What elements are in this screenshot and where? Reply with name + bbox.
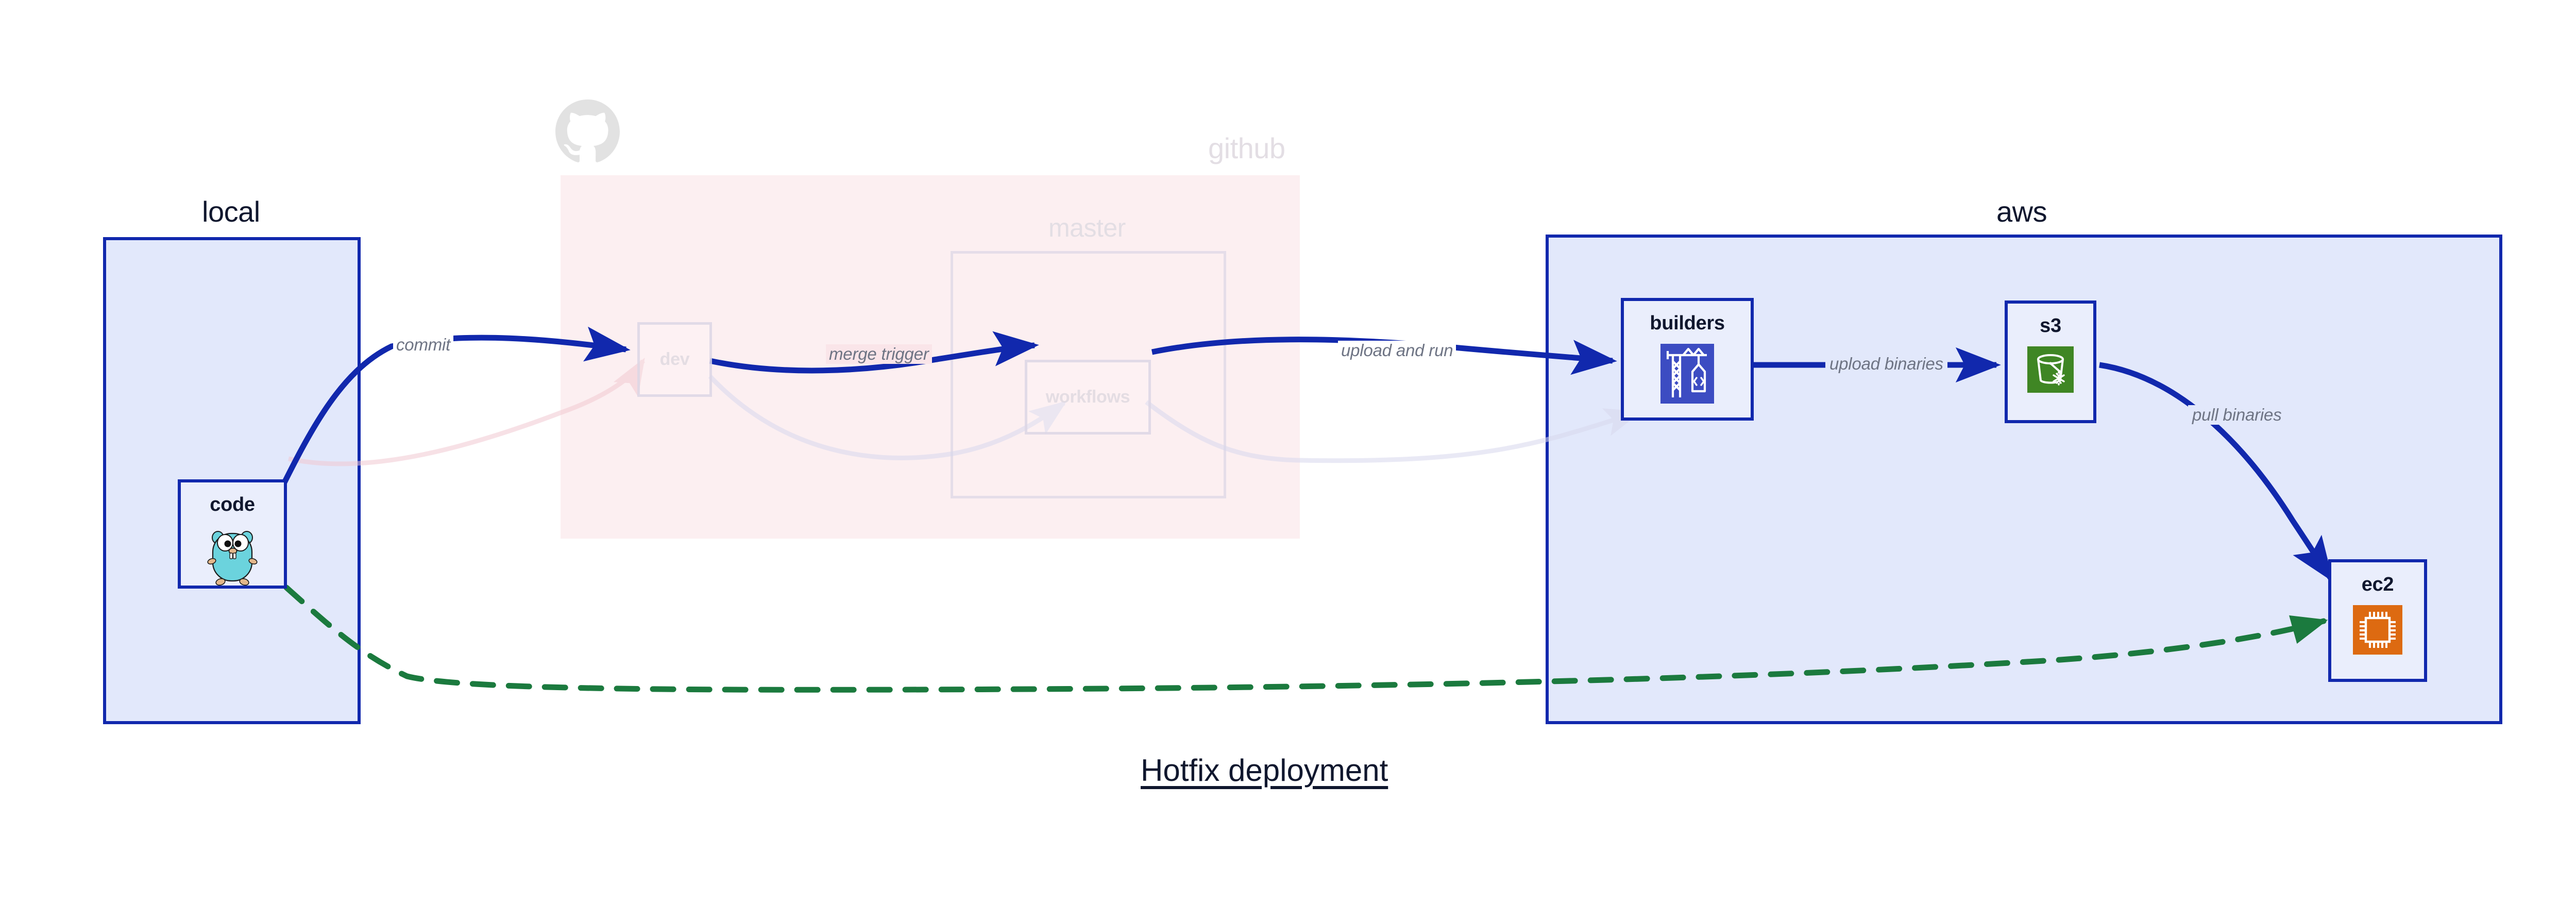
cpu-chip-icon [2353,605,2402,657]
group-label-master: master [1048,213,1126,242]
edge-label-merge-trigger: merge trigger [826,344,932,364]
node-s3[interactable]: s3 [2005,300,2096,423]
group-label-local: local [202,195,260,228]
github-octocat-icon [555,99,620,164]
node-workflows[interactable]: workflows [1025,360,1151,435]
node-code-label: code [210,494,255,515]
edge-label-commit: commit [393,335,454,355]
s3-bucket-icon [2027,346,2074,395]
go-gopher-icon [205,525,260,589]
edge-label-upload-binaries: upload binaries [1825,354,1947,374]
node-builders[interactable]: builders [1621,298,1754,421]
diagram-title: Hotfix deployment [1141,753,1388,788]
node-s3-label: s3 [2040,315,2061,337]
node-workflows-label: workflows [1045,387,1130,407]
node-builders-label: builders [1650,312,1725,334]
node-ec2[interactable]: ec2 [2328,559,2427,682]
edge-label-upload-and-run: upload and run [1338,341,1456,360]
node-dev[interactable]: dev [637,322,712,397]
node-ec2-label: ec2 [2361,574,2394,595]
edge-label-pull-binaries: pull binaries [2188,405,2286,425]
node-dev-label: dev [659,349,690,369]
node-code[interactable]: code [178,479,287,589]
crane-code-icon [1660,344,1714,406]
group-label-aws: aws [1996,195,2047,228]
group-label-github: github [1208,132,1285,164]
